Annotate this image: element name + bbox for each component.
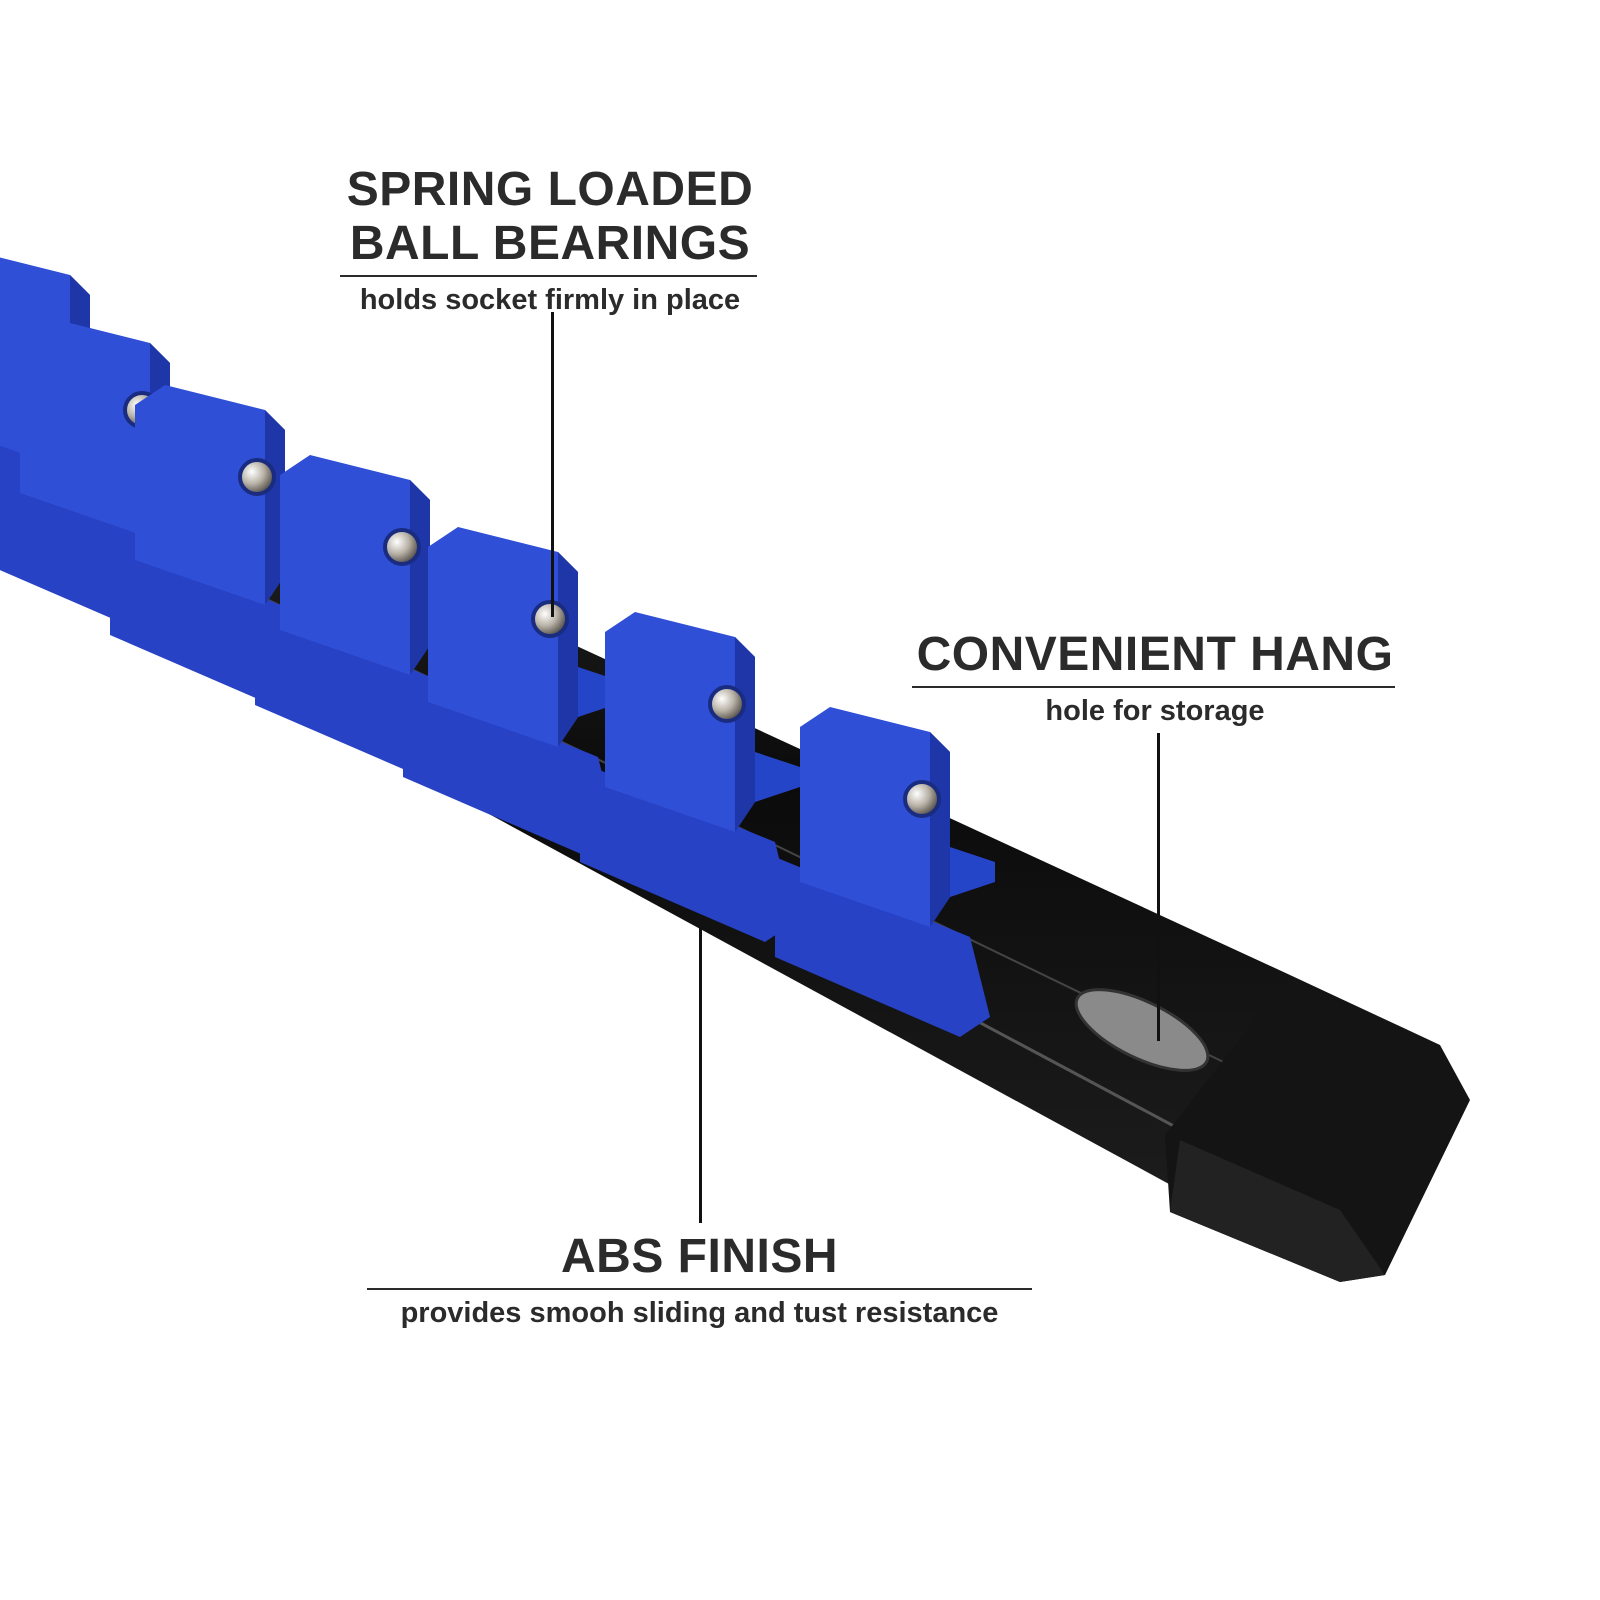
- callout-title: ABS FINISH: [560, 1230, 838, 1283]
- leader-line: [1157, 733, 1160, 1041]
- leader-line: [551, 312, 554, 617]
- divider: [912, 686, 1395, 688]
- divider: [367, 1288, 1032, 1290]
- callout-spring-loaded: SPRING LOADED BALL BEARINGS holds socket…: [335, 163, 765, 317]
- ball-bearing-icon: [531, 600, 569, 638]
- callout-title: CONVENIENT HANG: [916, 628, 1394, 681]
- callout-title: BALL BEARINGS: [349, 217, 751, 270]
- ball-bearing-icon: [903, 780, 941, 818]
- hang-hole: [1074, 988, 1210, 1072]
- leader-line: [699, 915, 702, 1223]
- callout-subtitle: holds socket firmly in place: [359, 284, 741, 316]
- callout-subtitle: provides smooh sliding and tust resistan…: [400, 1297, 999, 1329]
- callout-convenient-hang: CONVENIENT HANG hole for storage: [900, 628, 1410, 728]
- socket-clips: [0, 257, 995, 1037]
- divider: [340, 275, 757, 277]
- callout-abs-finish: ABS FINISH provides smooh sliding and tu…: [362, 1230, 1037, 1330]
- ball-bearing-icon: [383, 528, 421, 566]
- socket-clip: [403, 527, 623, 857]
- ball-bearing-icon: [238, 458, 276, 496]
- ball-bearing-icon: [708, 685, 746, 723]
- end-cap: [1165, 975, 1470, 1282]
- callout-subtitle: hole for storage: [1045, 695, 1265, 727]
- callout-title: SPRING LOADED: [346, 163, 754, 216]
- socket-clip: [580, 612, 800, 942]
- socket-clip: [775, 707, 995, 1037]
